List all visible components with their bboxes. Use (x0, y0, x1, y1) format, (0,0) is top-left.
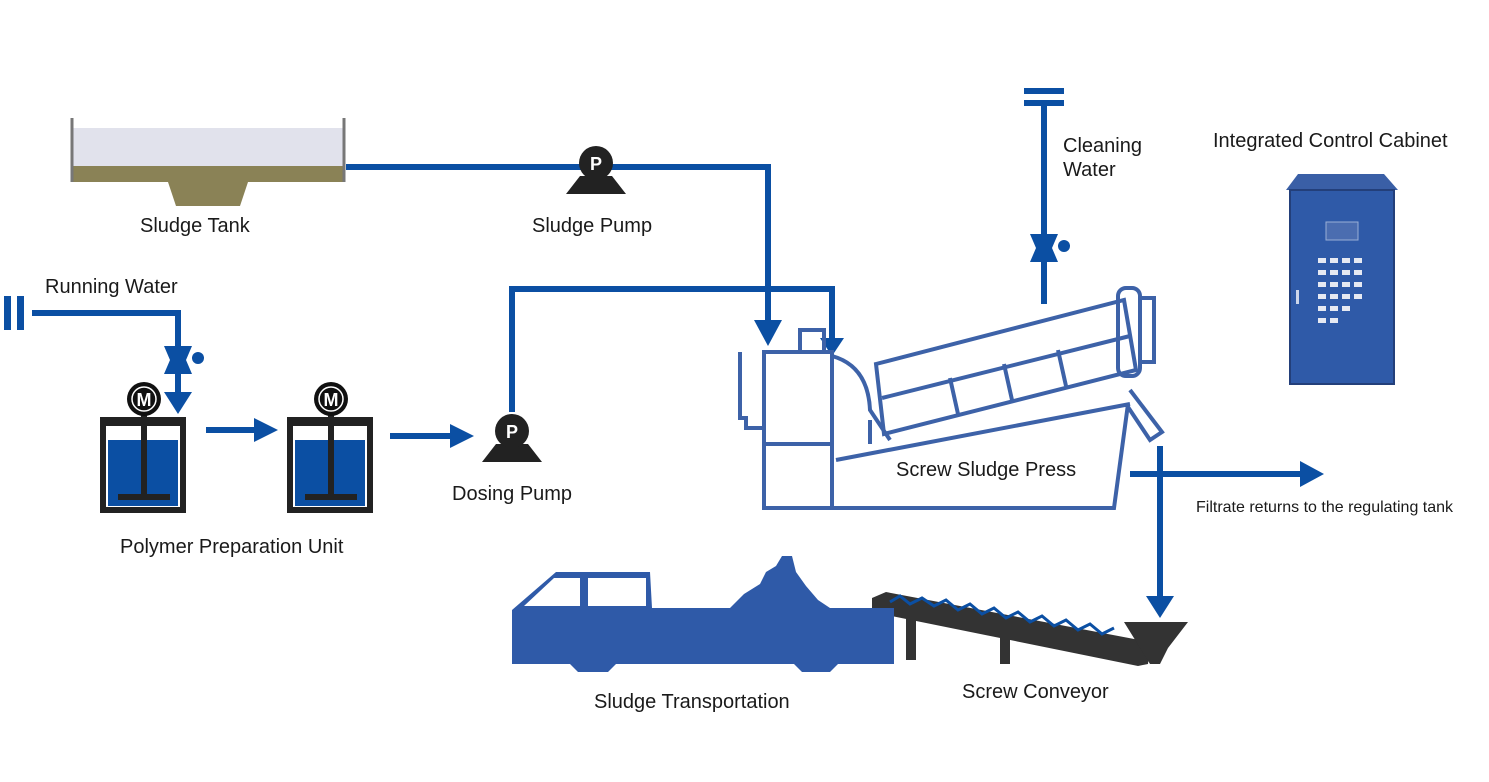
running-water-label: Running Water (45, 276, 178, 298)
integrated-control-cabinet (1286, 174, 1398, 385)
control-cabinet-label: Integrated Control Cabinet (1213, 130, 1448, 152)
press-chute (831, 354, 892, 442)
sludge-tank (70, 118, 346, 206)
press-drive-gear (1138, 296, 1156, 364)
screw-conveyor-label: Screw Conveyor (962, 681, 1109, 703)
cabinet-buttons (1318, 258, 1362, 323)
running-water-pipe (32, 310, 181, 394)
screw-sludge-press (738, 286, 1165, 510)
sludge-pump-letter: P (590, 154, 602, 174)
sludge-pump-base (566, 176, 626, 194)
polymer-to-dosing-arrow (450, 424, 474, 448)
cleaning-water-label-1: Cleaning (1063, 135, 1142, 157)
sludge-tank-label: Sludge Tank (140, 215, 251, 237)
sludge-inlet-arrow (754, 320, 782, 346)
sludge-pipe (346, 164, 771, 322)
sludge-pump-body (579, 146, 613, 180)
filtrate-arrow (1300, 461, 1324, 487)
sludge-transport-truck (512, 556, 894, 672)
motor-2-letter: M (324, 390, 339, 410)
cleaning-water-source-icon (1024, 88, 1064, 106)
dosing-pump: P (482, 414, 542, 462)
cake-drop-arrow (1146, 596, 1174, 618)
press-mixer-motor (798, 328, 826, 354)
running-water-source-icon (4, 296, 24, 330)
cleaning-water-valve-icon (1030, 234, 1070, 262)
sludge-pump-label: Sludge Pump (532, 215, 652, 237)
sludge-tank-clear-zone (72, 128, 344, 166)
screw-press-label: Screw Sludge Press (896, 459, 1076, 481)
sludge-transport-label: Sludge Transportation (594, 691, 790, 713)
motor-1-letter: M (137, 390, 152, 410)
dosing-pump-letter: P (506, 422, 518, 442)
press-frame (832, 402, 1131, 510)
polymer-unit-label: Polymer Preparation Unit (120, 536, 344, 558)
filtrate-label: Filtrate returns to the regulating tank (1196, 499, 1454, 516)
press-flocculation-tank (762, 350, 834, 510)
cleaning-water-label-2: Water (1063, 159, 1116, 181)
motor-1: M (127, 382, 161, 416)
press-discharge (1124, 388, 1165, 443)
running-water-arrow (164, 392, 192, 414)
press-side-box (738, 352, 764, 430)
sludge-tank-sludge (72, 166, 344, 206)
motor-2: M (314, 382, 348, 416)
polymer-tank-1 (100, 410, 186, 513)
dosing-pipe (509, 286, 835, 412)
screw-conveyor (872, 592, 1188, 666)
sludge-pump: P (566, 146, 626, 194)
press-screw-rings (948, 349, 1068, 415)
polymer-tank-2 (287, 410, 373, 513)
press-screw-barrel (873, 297, 1139, 437)
polymer-transfer-arrow (254, 418, 278, 442)
dosing-pump-label: Dosing Pump (452, 483, 572, 505)
running-water-valve-icon (164, 346, 204, 374)
sludge-tank-walls (70, 118, 346, 182)
